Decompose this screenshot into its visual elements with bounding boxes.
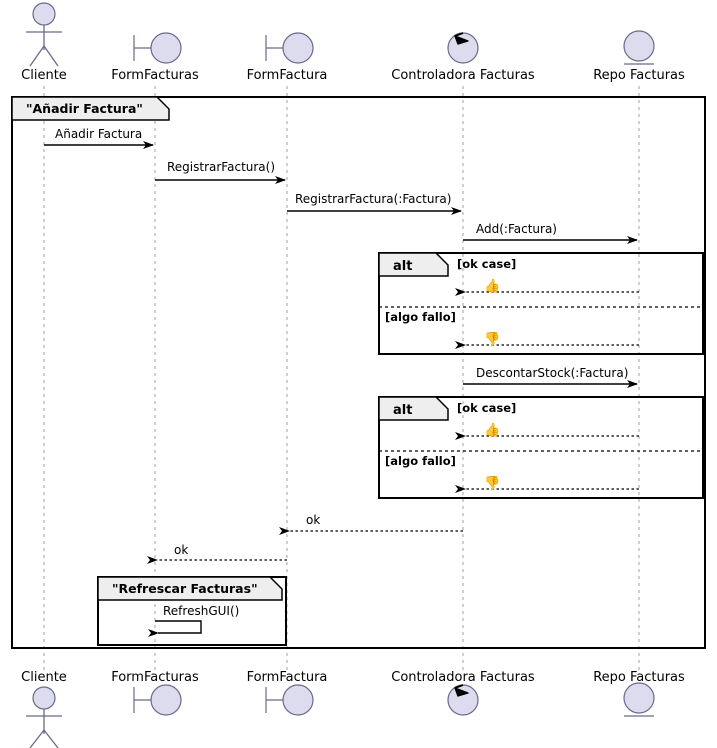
alt-operator-label: alt xyxy=(393,403,412,418)
boundary-icon[interactable] xyxy=(133,32,182,64)
actor-stick-figure-icon[interactable] xyxy=(26,686,62,748)
alt-guard-algo-fallo: [algo fallo] xyxy=(385,310,456,324)
actor-stick-figure-icon[interactable] xyxy=(26,2,62,67)
message-label: RefreshGUI() xyxy=(163,604,239,618)
message-return-fail-thumbsdown-1[interactable]: 👎 xyxy=(455,331,639,349)
message-label: Añadir Factura xyxy=(55,127,142,141)
message-label: RegistrarFactura(:Factura) xyxy=(295,192,451,206)
alt-guard-ok-case: [ok case] xyxy=(457,401,516,415)
participant-label-formfactura-top: FormFactura xyxy=(247,68,328,83)
participant-label-controladora-top: Controladora Facturas xyxy=(391,68,535,83)
participant-label-cliente-top: Cliente xyxy=(21,68,67,83)
participant-label-controladora-bottom: Controladora Facturas xyxy=(391,670,535,685)
combined-fragment-alt-registrar[interactable]: alt [ok case] [algo fallo] xyxy=(378,252,704,355)
message-label: ok xyxy=(174,543,188,557)
participant-heads-top: Cliente FormFacturas FormFactura Co xyxy=(21,2,685,83)
combined-fragment-alt-descontar[interactable]: alt [ok case] [algo fallo] xyxy=(378,396,704,499)
message-label: DescontarStock(:Factura) xyxy=(476,366,628,380)
boundary-icon[interactable] xyxy=(133,684,182,716)
frame-label-anadir-factura: "Añadir Factura" xyxy=(26,101,143,116)
participant-label-cliente-bottom: Cliente xyxy=(21,670,67,685)
message-anadir-factura[interactable]: Añadir Factura xyxy=(44,127,154,149)
frame-label-refrescar-facturas: "Refrescar Facturas" xyxy=(112,581,258,596)
alt-guard-algo-fallo: [algo fallo] xyxy=(385,454,456,468)
control-icon[interactable] xyxy=(447,32,479,64)
messages-group: Añadir Factura RegistrarFactura() Regist… xyxy=(44,127,639,564)
message-descontarstock[interactable]: DescontarStock(:Factura) xyxy=(463,366,638,388)
message-return-fail-thumbsdown-2[interactable]: 👎 xyxy=(455,475,639,493)
alt-operator-label: alt xyxy=(393,259,412,274)
thumbs-down-icon: 👎 xyxy=(484,331,500,347)
participant-label-formfacturas-bottom: FormFacturas xyxy=(111,670,199,685)
message-registrarfactura[interactable]: RegistrarFactura() xyxy=(155,160,286,184)
participant-label-formfacturas-top: FormFacturas xyxy=(111,68,199,83)
entity-icon[interactable] xyxy=(623,682,655,717)
message-registrarfactura-factura[interactable]: RegistrarFactura(:Factura) xyxy=(287,192,462,215)
message-label: Add(:Factura) xyxy=(476,222,557,236)
message-label: RegistrarFactura() xyxy=(167,160,275,174)
message-return-ok-thumbsup-2[interactable]: 👍 xyxy=(455,422,639,440)
participant-heads-bottom: Cliente FormFacturas FormFactura Contr xyxy=(21,670,685,748)
message-add-factura[interactable]: Add(:Factura) xyxy=(463,222,638,244)
participant-label-repo-bottom: Repo Facturas xyxy=(593,670,685,685)
alt-guard-ok-case: [ok case] xyxy=(457,257,516,271)
frame-anadir-factura[interactable]: "Añadir Factura" xyxy=(11,96,706,649)
message-refreshgui-self-call[interactable]: RefreshGUI() xyxy=(148,604,239,637)
entity-icon[interactable] xyxy=(623,30,655,65)
message-return-ok-formfactura[interactable]: ok xyxy=(147,543,287,564)
thumbs-up-icon: 👍 xyxy=(484,422,500,438)
boundary-icon[interactable] xyxy=(265,684,314,716)
message-label: ok xyxy=(306,513,320,527)
boundary-icon[interactable] xyxy=(265,32,314,64)
control-icon[interactable] xyxy=(447,684,479,716)
message-return-ok-thumbsup-1[interactable]: 👍 xyxy=(455,278,639,296)
message-return-ok-controladora[interactable]: ok xyxy=(279,513,463,535)
frame-refrescar-facturas[interactable]: "Refrescar Facturas" RefreshGUI() xyxy=(97,576,287,646)
participant-label-repo-top: Repo Facturas xyxy=(593,68,685,83)
thumbs-up-icon: 👍 xyxy=(484,278,500,294)
participant-label-formfactura-bottom: FormFactura xyxy=(247,670,328,685)
thumbs-down-icon: 👎 xyxy=(484,475,500,491)
